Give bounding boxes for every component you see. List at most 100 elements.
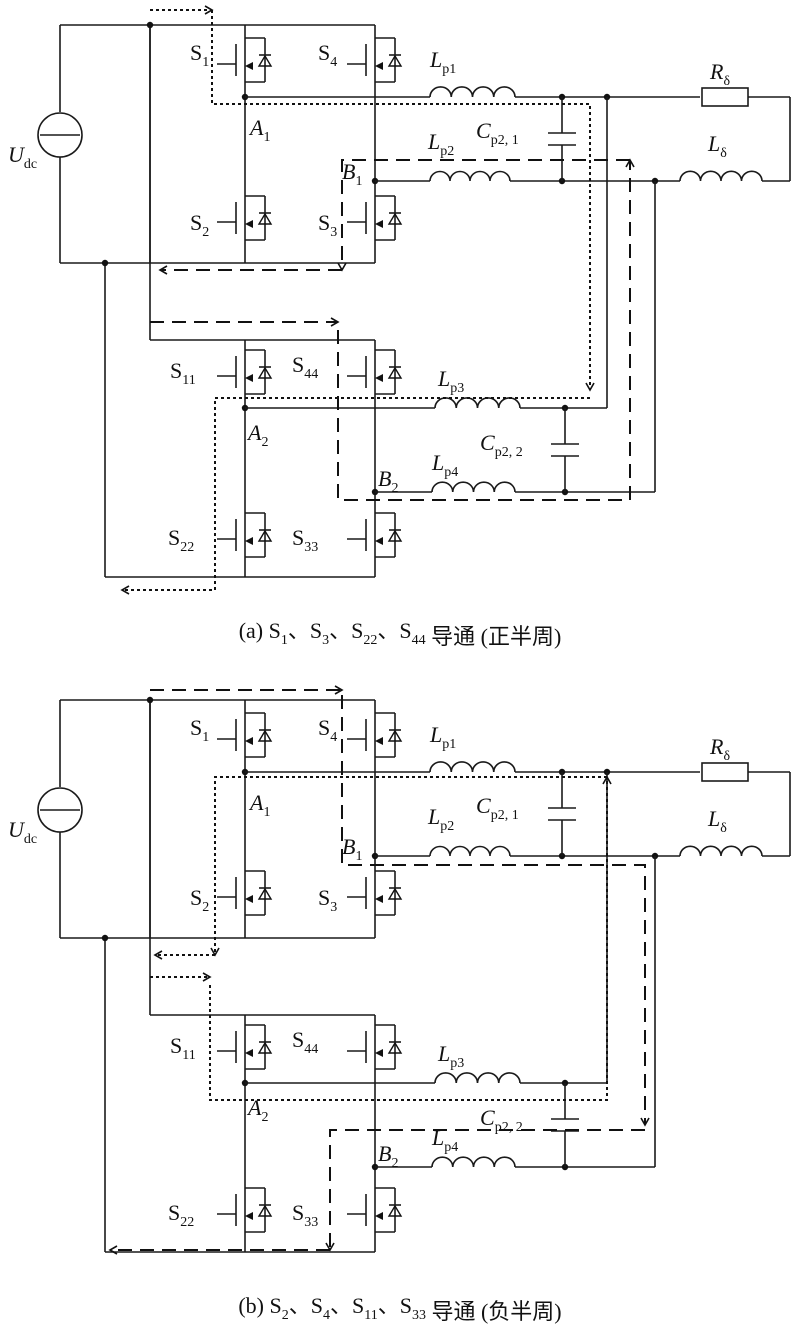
caption-prefix: (a) S — [239, 618, 281, 643]
caption-sub: 11 — [364, 1308, 377, 1323]
node-b2-label-main: B — [378, 1141, 391, 1166]
diode-triangle — [387, 1204, 403, 1217]
inductor-lp1-label-sub: p1 — [442, 737, 456, 752]
caption-sub: 4 — [323, 1308, 330, 1323]
switch-s4-label-sub: 4 — [330, 55, 337, 70]
caption-sep: 、S — [329, 618, 363, 643]
mosfet-arrow — [375, 374, 383, 382]
junction-dot — [101, 259, 109, 267]
mosfet-arrow — [245, 1212, 253, 1220]
diode-triangle — [387, 1041, 403, 1054]
switch-s1-label-sub: 1 — [202, 55, 209, 70]
switch-s3-label-sub: 3 — [330, 225, 337, 240]
inductor-lp2-label: Lp2 — [427, 129, 454, 159]
inductor-ldelta-label-main: L — [707, 131, 720, 156]
caption-sep: 、S — [330, 1293, 364, 1318]
switch-s11-label-sub: 11 — [182, 373, 195, 388]
node-a1-label-main: A — [248, 790, 264, 815]
inductor-lp1-label: Lp1 — [429, 47, 456, 77]
caption-prefix: (b) S — [238, 1293, 281, 1318]
node-a1-label-sub: 1 — [263, 130, 270, 145]
node-b2-label: B2 — [378, 466, 398, 496]
switch-s3-label: S3 — [318, 210, 337, 240]
switch-s1-label-main: S — [190, 40, 202, 65]
switch-s33-label-main: S — [292, 1200, 304, 1225]
node-a1-label-main: A — [248, 115, 264, 140]
inductor-lp2-label-main: L — [427, 804, 440, 829]
switch-s22-label: S22 — [168, 1200, 194, 1230]
inductor-ldelta-label: Lδ — [707, 131, 727, 161]
mosfet-arrow — [375, 537, 383, 545]
switch-s33-label: S33 — [292, 525, 318, 555]
mosfet-arrow — [375, 737, 383, 745]
capacitor-cp21-label-main: C — [476, 793, 491, 818]
switch-s44-label-sub: 44 — [304, 1042, 318, 1057]
inductor-lp3-label-sub: p3 — [450, 381, 464, 396]
mosfet-arrow — [375, 220, 383, 228]
inductor-lp1 — [429, 86, 516, 98]
node-a2-label: A2 — [246, 420, 268, 450]
inductor-lp1-label-main: L — [429, 722, 442, 747]
resistor-r-label-sub: δ — [723, 749, 730, 764]
node-b2-label-sub: 2 — [391, 1156, 398, 1171]
capacitor-cp22-label-main: C — [480, 1105, 495, 1130]
inductor-lp3-label-sub: p3 — [450, 1056, 464, 1071]
node-b1-label-main: B — [342, 834, 355, 859]
inductor-lp4 — [431, 481, 516, 493]
inductor-lp3-label-main: L — [437, 366, 450, 391]
caption: (a) S1、S3、S22、S44 导通 (正半周) — [239, 618, 562, 649]
current-path-dashed — [337, 158, 635, 501]
switch-s33-label-sub: 33 — [304, 540, 318, 555]
switch-s2 — [217, 870, 273, 916]
diode-triangle — [257, 1204, 273, 1217]
switch-s2 — [217, 195, 273, 241]
switch-s11-label-sub: 11 — [182, 1048, 195, 1063]
inductor-lp4-label: Lp4 — [431, 1125, 458, 1155]
switch-s3 — [347, 195, 403, 241]
diode-triangle — [387, 366, 403, 379]
node-b1-label: B1 — [342, 834, 362, 864]
diode-triangle — [387, 887, 403, 900]
caption-sep: 、S — [377, 618, 411, 643]
switch-s2-label-sub: 2 — [202, 900, 209, 915]
diode-triangle — [387, 54, 403, 67]
inductor-lp3-label: Lp3 — [437, 366, 464, 396]
switch-s4-label-main: S — [318, 40, 330, 65]
switch-s1-label-main: S — [190, 715, 202, 740]
switch-s22 — [217, 1187, 273, 1233]
caption-sub: 22 — [363, 633, 377, 648]
switch-s33-label-sub: 33 — [304, 1215, 318, 1230]
inductor-ldelta-label-sub: δ — [720, 821, 727, 836]
mosfet-arrow — [245, 220, 253, 228]
inductor-lp2-label: Lp2 — [427, 804, 454, 834]
switch-s44 — [347, 1024, 403, 1070]
switch-s3-label-sub: 3 — [330, 900, 337, 915]
switch-s2-label: S2 — [190, 885, 209, 915]
node-a2-label-sub: 2 — [261, 1110, 268, 1125]
caption-sep: 、S — [288, 618, 322, 643]
inductor-lp1-label-main: L — [429, 47, 442, 72]
diode-triangle — [387, 729, 403, 742]
switch-s22-label-main: S — [168, 1200, 180, 1225]
mosfet-arrow — [245, 737, 253, 745]
switch-s22-label-sub: 22 — [180, 540, 194, 555]
current-path-dotted — [211, 10, 595, 392]
switch-s11-label: S11 — [170, 358, 196, 388]
inductor-lp2-label-sub: p2 — [440, 144, 454, 159]
switch-s4 — [347, 712, 403, 758]
caption-suffix: 导通 (正半周) — [426, 624, 562, 649]
source-label: Udc — [8, 817, 37, 847]
inductor-lp2 — [429, 170, 511, 182]
capacitor-cp21-label-sub: p2, 1 — [491, 808, 519, 823]
junction-dot — [101, 934, 109, 942]
capacitor-cp22-label-sub: p2, 2 — [495, 445, 523, 460]
current-path-dotted — [209, 775, 612, 1101]
source-label-main: U — [8, 142, 26, 167]
resistor-r-label: Rδ — [709, 734, 730, 764]
inductor-ldelta-label-sub: δ — [720, 146, 727, 161]
switch-s3 — [347, 870, 403, 916]
diode-triangle — [387, 212, 403, 225]
inductor-lp4-label-main: L — [431, 450, 444, 475]
inductor-lp1-label: Lp1 — [429, 722, 456, 752]
